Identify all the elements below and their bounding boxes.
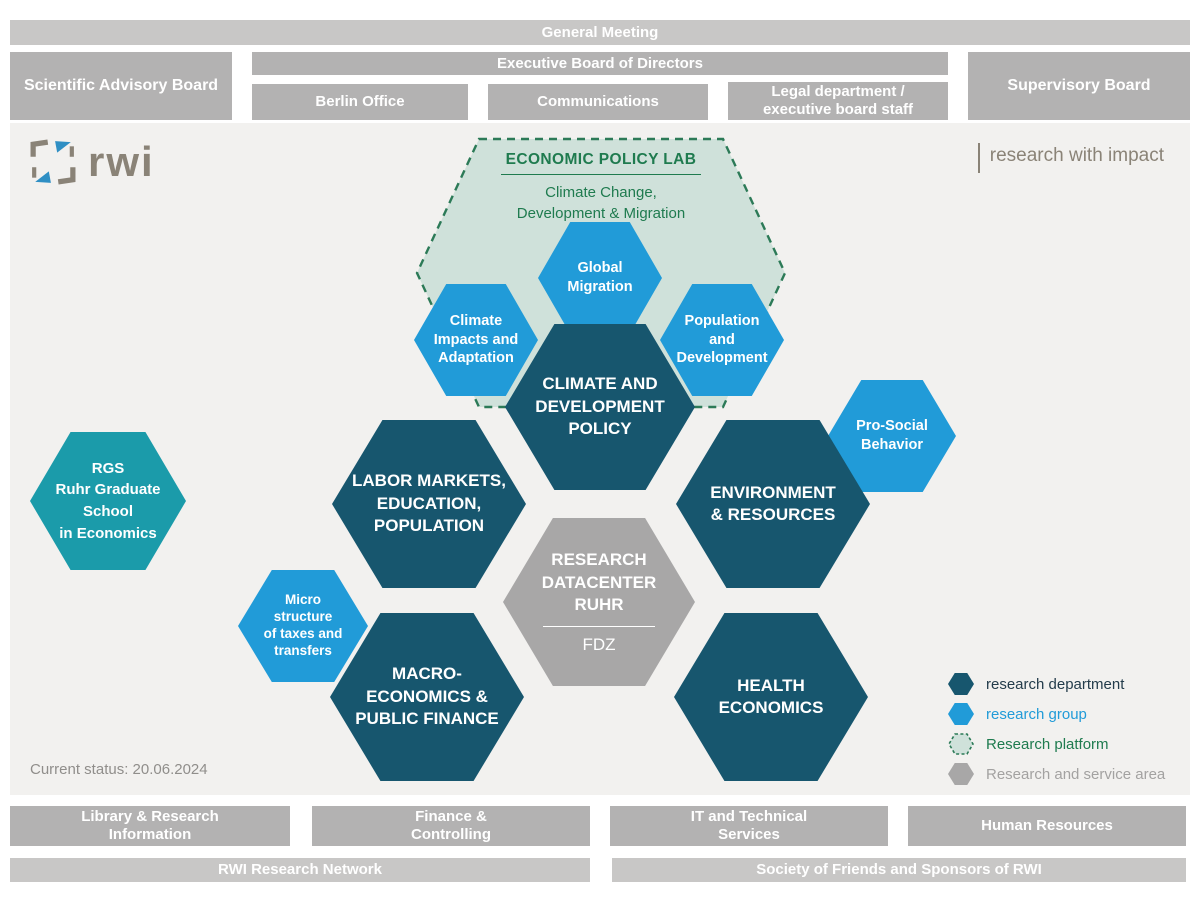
bar-executive-board: Executive Board of Directors xyxy=(252,52,948,75)
bar-label: Berlin Office xyxy=(315,93,405,111)
hex-label: Micro structure of taxes and transfers xyxy=(263,592,343,658)
bar-label: General Meeting xyxy=(541,23,659,41)
bar-communications: Communications xyxy=(488,84,708,120)
platform-title-rule xyxy=(501,174,701,175)
hex-label: ENVIRONMENT & RESOURCES xyxy=(710,482,836,524)
rwi-logo-mark xyxy=(30,139,76,185)
bar-label: Legal department / executive board staff xyxy=(762,83,914,118)
rwi-logo-text: rwi xyxy=(88,138,155,185)
hex-label: LABOR MARKETS, EDUCATION, POPULATION xyxy=(352,471,506,536)
hex-label: CLIMATE AND DEVELOPMENT POLICY xyxy=(535,374,665,439)
platform-subtitle: Climate Change, Development & Migration xyxy=(516,184,686,222)
legend-row-department: research department xyxy=(948,669,1165,699)
legend-label: research department xyxy=(986,675,1125,693)
hex-label: Pro-Social Behavior xyxy=(856,418,928,453)
legend-row-service: Research and service area xyxy=(948,759,1165,789)
tagline: research with impact xyxy=(977,143,1164,173)
fdz-sub: FDZ xyxy=(582,635,616,655)
hex-label: Climate Impacts and Adaptation xyxy=(433,313,519,367)
hex-micro-structure-taxes: Micro structure of taxes and transfers xyxy=(238,570,368,682)
legend-label: research group xyxy=(986,705,1087,723)
bar-label: Executive Board of Directors xyxy=(497,54,703,72)
hex-rgs-ruhr-graduate-school: RGS Ruhr Graduate School in Economics xyxy=(30,432,186,570)
department-hexagon-icon xyxy=(948,673,974,695)
status-date: Current status: 20.06.2024 xyxy=(30,761,208,778)
fdz-rule xyxy=(543,626,655,628)
bar-label: RWI Research Network xyxy=(218,861,382,879)
bar-legal-department: Legal department / executive board staff xyxy=(728,82,948,120)
platform-title: ECONOMIC POLICY LAB xyxy=(505,151,697,168)
hex-health-economics: HEALTH ECONOMICS xyxy=(674,613,868,781)
hex-label: HEALTH ECONOMICS xyxy=(718,675,824,717)
bar-berlin-office: Berlin Office xyxy=(252,84,468,120)
bar-it-technical-services: IT and Technical Services xyxy=(610,806,888,846)
bar-rwi-research-network: RWI Research Network xyxy=(10,858,590,882)
bar-label: Society of Friends and Sponsors of RWI xyxy=(756,861,1042,879)
bar-finance-controlling: Finance & Controlling xyxy=(312,806,590,846)
bar-label: Scientific Advisory Board xyxy=(23,76,219,94)
bar-label: Supervisory Board xyxy=(1007,76,1151,94)
bar-society-friends-sponsors: Society of Friends and Sponsors of RWI xyxy=(612,858,1186,882)
legend: research department research group Resea… xyxy=(948,669,1165,789)
service-hexagon-icon xyxy=(948,763,974,785)
platform-hexagon-icon xyxy=(948,733,974,755)
bar-label: Library & Research Information xyxy=(81,808,219,843)
bar-label: Communications xyxy=(537,93,659,111)
hex-labor-markets: LABOR MARKETS, EDUCATION, POPULATION xyxy=(332,420,526,588)
hex-label: MACRO- ECONOMICS & PUBLIC FINANCE xyxy=(355,664,499,729)
bar-label: Human Resources xyxy=(981,817,1113,835)
hex-label: RGS Ruhr Graduate School in Economics xyxy=(55,459,161,542)
legend-label: Research and service area xyxy=(986,765,1166,783)
bar-supervisory-board: Supervisory Board xyxy=(968,52,1190,120)
platform-text: ECONOMIC POLICY LAB Climate Change, Deve… xyxy=(415,137,787,224)
main-panel: rwi research with impact ECONOMIC POLICY… xyxy=(10,123,1190,795)
rwi-logo: rwi xyxy=(30,139,155,185)
bar-library-research-information: Library & Research Information xyxy=(10,806,290,846)
fdz-title: RESEARCH DATACENTER RUHR xyxy=(541,549,657,615)
bar-label: IT and Technical Services xyxy=(690,808,808,843)
bar-scientific-advisory-board: Scientific Advisory Board xyxy=(10,52,232,120)
bar-general-meeting: General Meeting xyxy=(10,20,1190,45)
bar-label: Finance & Controlling xyxy=(411,808,491,843)
fdz-text: RESEARCH DATACENTER RUHR FDZ xyxy=(542,549,657,656)
legend-row-platform: Research platform xyxy=(948,729,1165,759)
hex-label: Global Migration xyxy=(567,260,633,295)
legend-label: Research platform xyxy=(986,735,1109,753)
bar-human-resources: Human Resources xyxy=(908,806,1186,846)
hex-research-datacenter-ruhr: RESEARCH DATACENTER RUHR FDZ xyxy=(503,518,695,686)
group-hexagon-icon xyxy=(948,703,974,725)
hex-label: Population and Development xyxy=(676,313,768,367)
legend-row-group: research group xyxy=(948,699,1165,729)
